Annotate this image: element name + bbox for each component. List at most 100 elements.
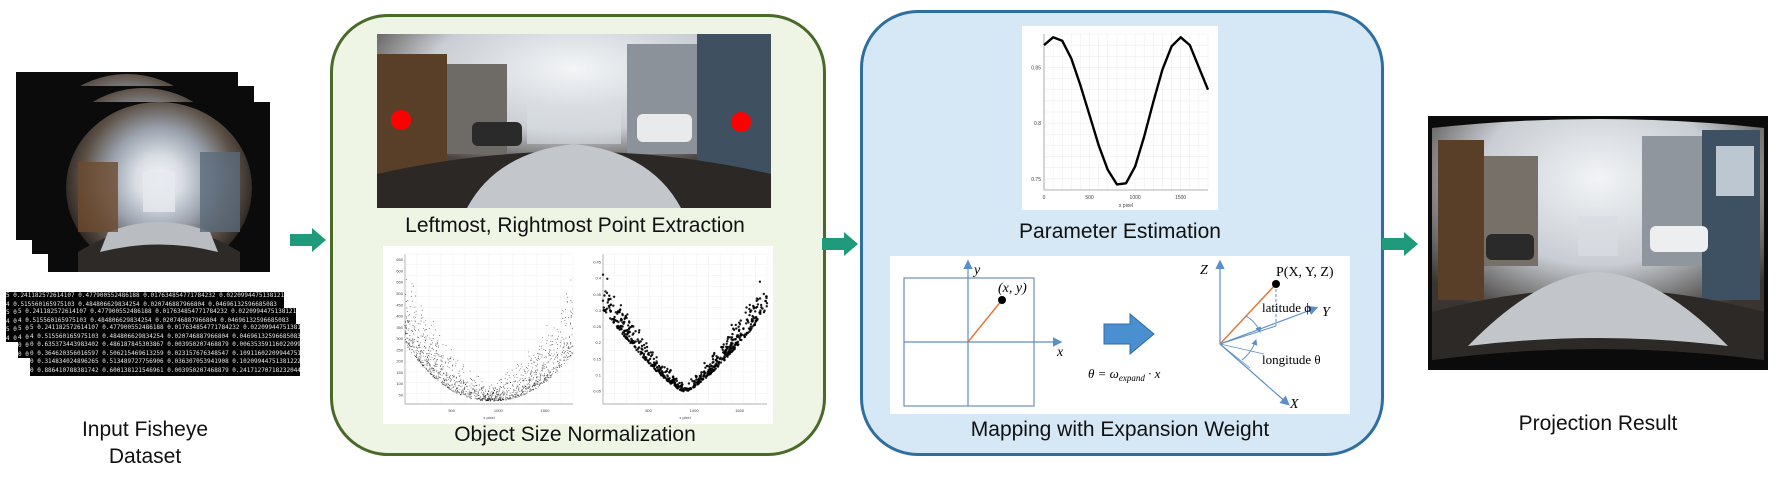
scatter-point bbox=[552, 344, 553, 345]
scatter-point bbox=[430, 368, 431, 369]
scatter-point bbox=[539, 359, 540, 360]
scatter-point bbox=[458, 391, 459, 392]
scatter-point bbox=[412, 345, 413, 346]
scatter-point bbox=[452, 370, 453, 371]
scatter-point bbox=[542, 368, 543, 369]
scatter-point bbox=[678, 382, 680, 384]
scatter-point bbox=[511, 398, 512, 399]
scatter-point bbox=[641, 338, 643, 340]
scatter-point bbox=[487, 399, 488, 400]
scatter-point bbox=[563, 350, 564, 351]
scatter-point bbox=[433, 375, 434, 376]
scatter-point bbox=[724, 350, 726, 352]
scatter-point bbox=[407, 300, 408, 301]
scatter-point bbox=[524, 394, 525, 395]
scatter-point bbox=[449, 377, 450, 378]
scatter-point bbox=[452, 375, 453, 376]
scatter-point bbox=[435, 356, 436, 357]
scatter-point bbox=[405, 333, 406, 334]
scatter-point bbox=[560, 346, 561, 347]
scatter-point bbox=[530, 389, 531, 390]
scatter-point bbox=[423, 352, 424, 353]
scatter-point bbox=[765, 295, 767, 297]
scatter-point bbox=[417, 341, 418, 342]
scatter-point bbox=[512, 395, 513, 396]
y-tick-label: 450 bbox=[396, 302, 403, 307]
y-tick-label: 650 bbox=[396, 257, 403, 262]
scatter-point bbox=[505, 398, 506, 399]
scatter-point bbox=[517, 364, 518, 365]
scatter-point bbox=[567, 297, 568, 298]
scatter-point bbox=[420, 353, 421, 354]
y-tick-label: 0.8 bbox=[1034, 121, 1041, 127]
scatter-point bbox=[426, 364, 427, 365]
scatter-point bbox=[673, 378, 675, 380]
scatter-point bbox=[523, 391, 524, 392]
scatter-point bbox=[473, 385, 474, 386]
scatter-point bbox=[405, 339, 406, 340]
scatter-point bbox=[545, 356, 546, 357]
scatter-point bbox=[735, 343, 737, 345]
scatter-point bbox=[621, 313, 623, 315]
scatter-point bbox=[470, 394, 471, 395]
scatter-point bbox=[410, 340, 411, 341]
scatter-point bbox=[420, 357, 421, 358]
scatter-point bbox=[633, 342, 635, 344]
scatter-point bbox=[608, 295, 610, 297]
scatter-point bbox=[558, 331, 559, 332]
scatter-point bbox=[490, 399, 491, 400]
scatter-point bbox=[435, 345, 436, 346]
scatter-point bbox=[493, 393, 494, 394]
scatter-point bbox=[416, 350, 417, 351]
scatter-point bbox=[435, 329, 436, 330]
scatter-point bbox=[489, 386, 490, 387]
scatter-point bbox=[727, 338, 729, 340]
scatter-point bbox=[519, 370, 520, 371]
scatter-point bbox=[564, 344, 565, 345]
scatter-point bbox=[411, 349, 412, 350]
scatter-point bbox=[530, 379, 531, 380]
scatter-point bbox=[525, 371, 526, 372]
scatter-point bbox=[455, 383, 456, 384]
scatter-point bbox=[568, 356, 569, 357]
scatter-point bbox=[562, 352, 563, 353]
scatter-point bbox=[437, 344, 438, 345]
scatter-point bbox=[411, 291, 412, 292]
scatter-point bbox=[447, 375, 448, 376]
scatter-point bbox=[406, 301, 407, 302]
scatter-point bbox=[757, 303, 759, 305]
scatter-point bbox=[541, 348, 542, 349]
scatter-point bbox=[740, 339, 742, 341]
scatter-point bbox=[552, 341, 553, 342]
scatter-point bbox=[438, 356, 439, 357]
scatter-point bbox=[432, 342, 433, 343]
scatter-point bbox=[418, 345, 419, 346]
scatter-point bbox=[454, 380, 455, 381]
scatter-point bbox=[551, 344, 552, 345]
scatter-point bbox=[447, 358, 448, 359]
scatter-point bbox=[510, 382, 511, 383]
scatter-point bbox=[543, 381, 544, 382]
scatter-point bbox=[414, 328, 415, 329]
scatter-point bbox=[756, 300, 758, 302]
scatter-point bbox=[456, 377, 457, 378]
scatter-point bbox=[488, 391, 489, 392]
scatter-point bbox=[524, 393, 525, 394]
scatter-point bbox=[628, 335, 630, 337]
scatter-point bbox=[493, 398, 494, 399]
scatter-point bbox=[761, 307, 763, 309]
scatter-point bbox=[491, 395, 492, 396]
flow-arrow-1 bbox=[290, 228, 328, 252]
scatter-point bbox=[552, 335, 553, 336]
scatter-point bbox=[438, 378, 439, 379]
scatter-point bbox=[637, 348, 639, 350]
scatter-point bbox=[421, 336, 422, 337]
scatter-point bbox=[697, 381, 699, 383]
scatter-point bbox=[529, 377, 530, 378]
scatter-point bbox=[446, 345, 447, 346]
scatter-point bbox=[441, 364, 442, 365]
scatter-point bbox=[737, 326, 739, 328]
scatter-point bbox=[521, 394, 522, 395]
scatter-point bbox=[434, 377, 435, 378]
scatter-point bbox=[566, 294, 567, 295]
